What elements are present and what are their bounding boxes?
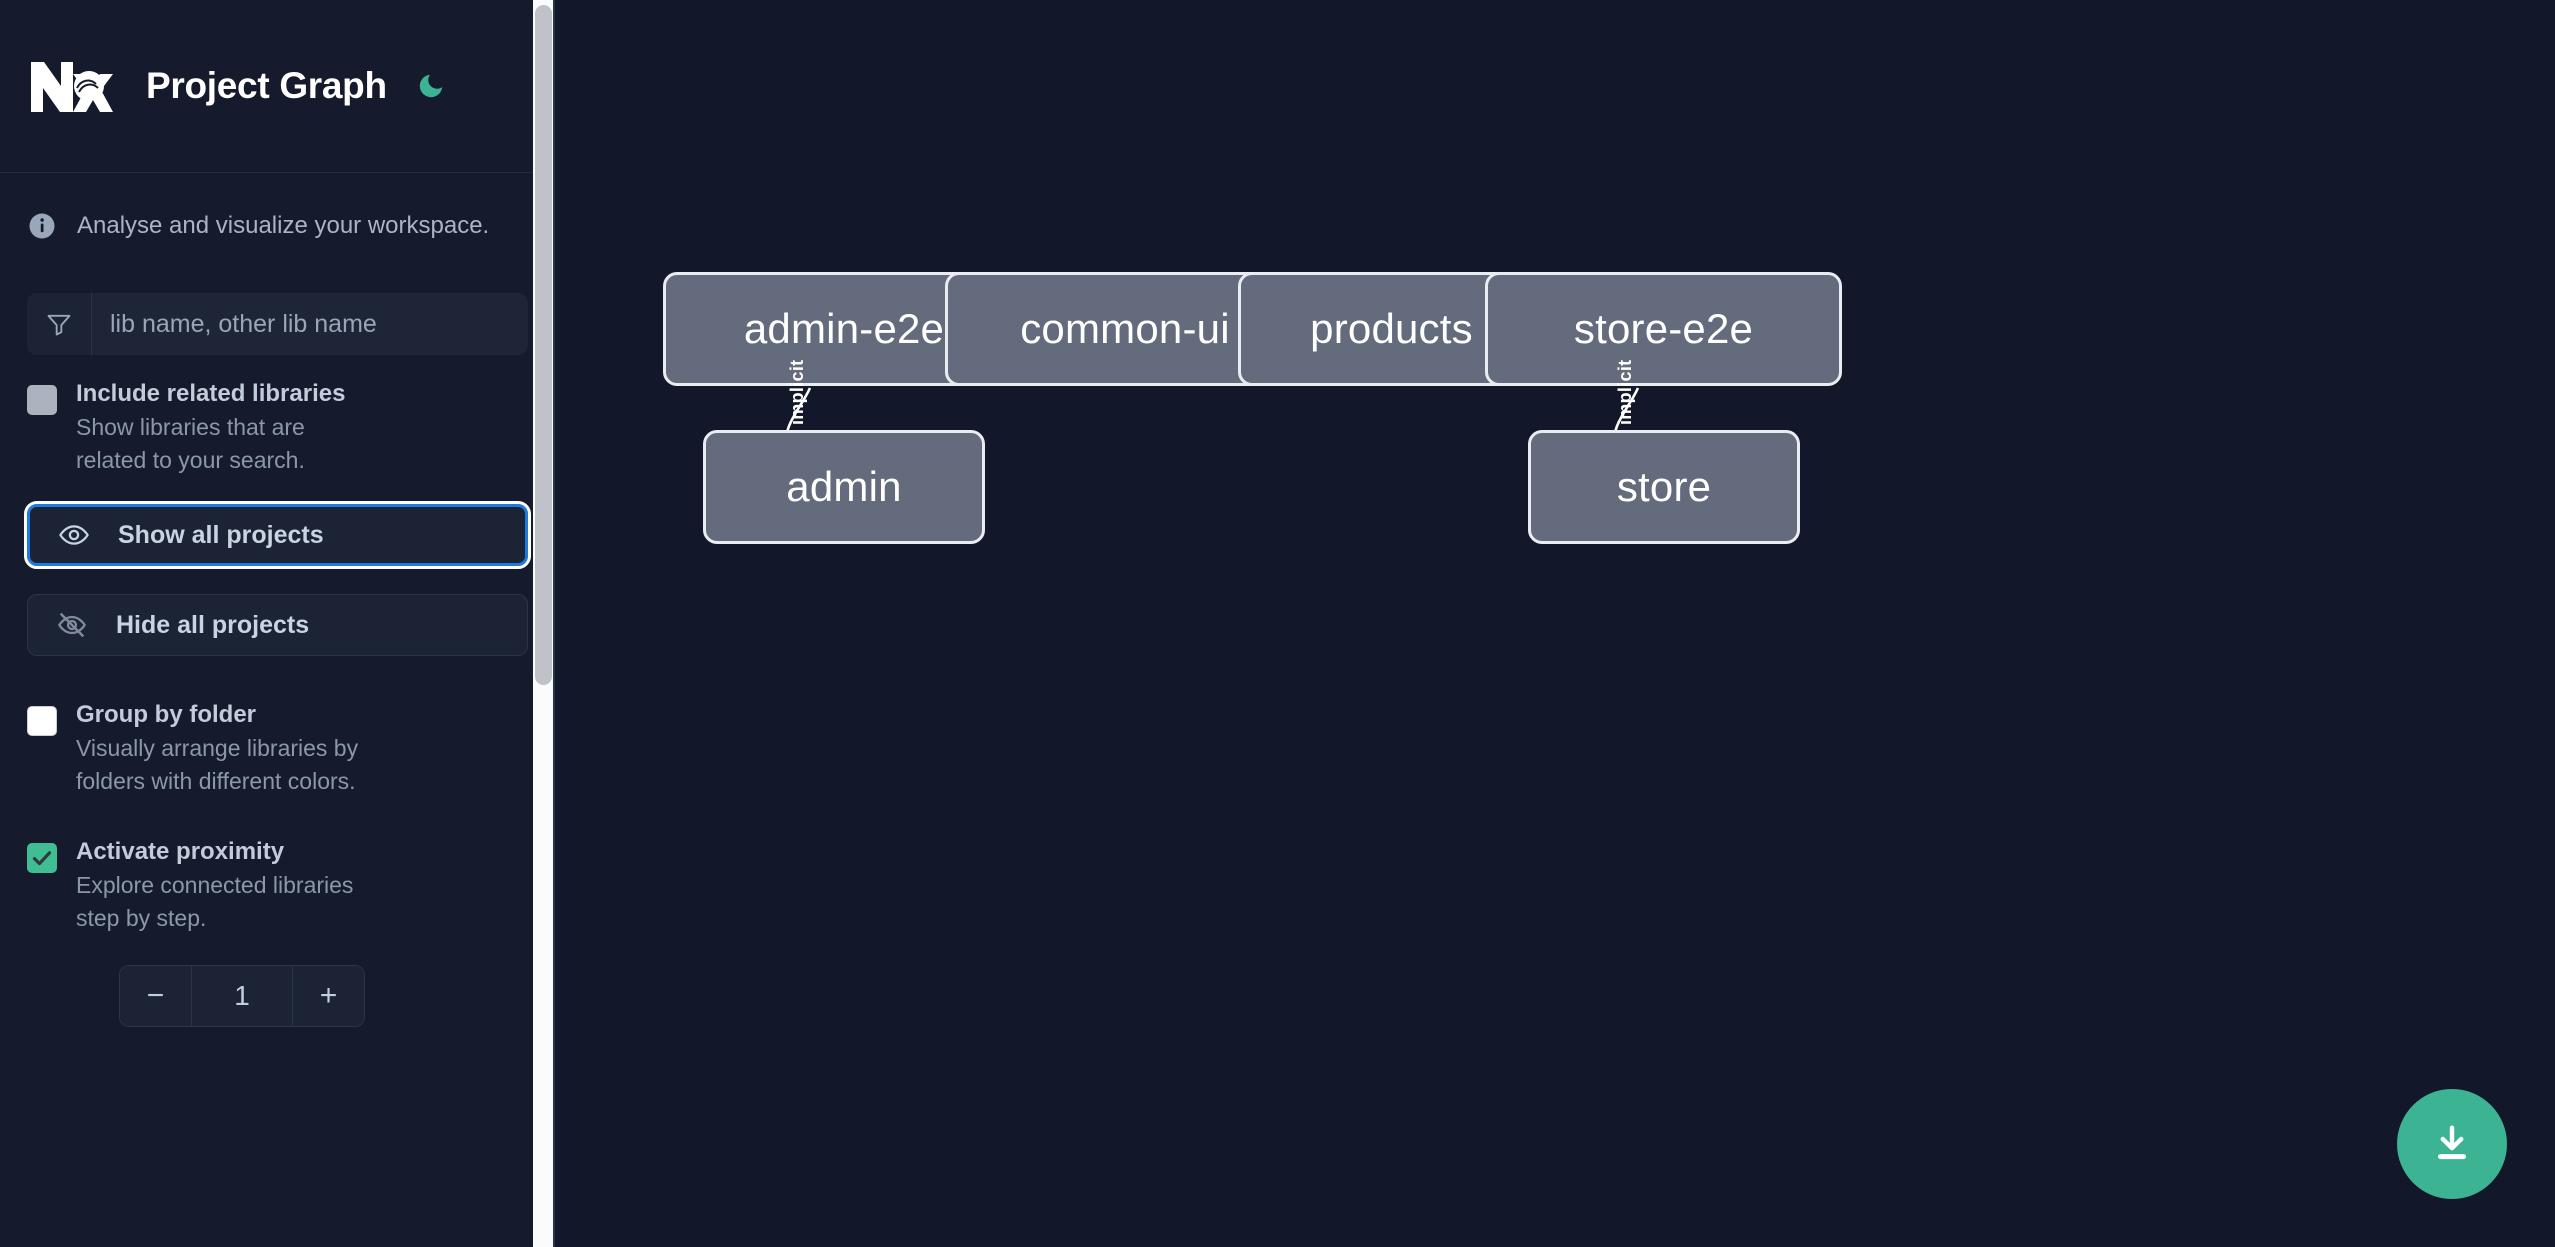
option-include-related-libraries[interactable]: Include related libraries Show libraries… bbox=[0, 380, 555, 476]
info-icon bbox=[29, 213, 55, 239]
hide-all-projects-label: Hide all projects bbox=[116, 610, 310, 639]
graph-canvas[interactable]: admin-e2e common-ui products store-e2e a… bbox=[555, 0, 2555, 1247]
option-group-by-folder[interactable]: Group by folder Visually arrange librari… bbox=[0, 701, 555, 797]
graph-node-admin[interactable]: admin bbox=[703, 430, 985, 544]
sidebar-divider bbox=[553, 0, 555, 1247]
activate-proximity-checkbox[interactable] bbox=[27, 843, 57, 874]
option-body: Group by folder Visually arrange librari… bbox=[76, 701, 376, 797]
node-label: store-e2e bbox=[1573, 305, 1754, 352]
edge-label-store: implicit bbox=[1615, 359, 1635, 425]
eye-glyph bbox=[59, 525, 89, 545]
download-graph-button[interactable] bbox=[2397, 1089, 2507, 1199]
include-related-libraries-checkbox[interactable] bbox=[27, 385, 57, 415]
node-label: common-ui bbox=[1020, 305, 1230, 352]
option-title: Group by folder bbox=[76, 701, 256, 729]
stepper-value: 1 bbox=[192, 965, 292, 1026]
show-all-projects-button[interactable]: Show all projects bbox=[24, 501, 531, 570]
tagline-text: Analyse and visualize your workspace. bbox=[77, 212, 490, 239]
node-label: products bbox=[1310, 305, 1473, 352]
show-all-projects-label: Show all projects bbox=[118, 520, 324, 549]
option-body: Activate proximity Explore connected lib… bbox=[76, 838, 376, 934]
option-title: Activate proximity bbox=[76, 838, 285, 866]
filter-glyph bbox=[47, 314, 71, 336]
graph-node-store-e2e[interactable]: store-e2e bbox=[1485, 272, 1842, 386]
search-bar[interactable] bbox=[27, 293, 528, 355]
node-label: admin-e2e bbox=[743, 305, 945, 352]
check-icon bbox=[32, 851, 52, 866]
option-description: Visually arrange libraries by folders wi… bbox=[76, 735, 359, 794]
moon-icon[interactable] bbox=[409, 64, 453, 108]
sidebar-scrollbar-thumb[interactable] bbox=[535, 5, 552, 685]
download-icon bbox=[2438, 1125, 2466, 1160]
node-label: admin bbox=[786, 463, 902, 510]
option-title: Include related libraries bbox=[76, 380, 346, 407]
option-description: Explore connected libraries step by step… bbox=[76, 872, 354, 931]
eye-icon bbox=[58, 519, 96, 551]
option-activate-proximity[interactable]: Activate proximity Explore connected lib… bbox=[0, 838, 555, 934]
edge-label-admin: implicit bbox=[787, 359, 807, 425]
page-title: Project Graph bbox=[146, 65, 387, 106]
sidebar: Project Graph Analyse and visualize your… bbox=[0, 0, 555, 1247]
eye-off-glyph bbox=[58, 612, 86, 638]
graph-edges bbox=[772, 387, 1640, 461]
nx-logo bbox=[31, 62, 113, 112]
hide-all-projects-button[interactable]: Hide all projects bbox=[27, 594, 528, 657]
node-label: store bbox=[1616, 463, 1712, 510]
stepper-decrement-button[interactable]: − bbox=[120, 965, 192, 1026]
eye-off-icon bbox=[56, 609, 94, 641]
search-input[interactable] bbox=[92, 293, 528, 355]
option-body: Include related libraries Show libraries… bbox=[76, 380, 376, 476]
tagline: Analyse and visualize your workspace. bbox=[0, 173, 555, 279]
filter-icon bbox=[27, 293, 92, 355]
group-by-folder-checkbox[interactable] bbox=[27, 706, 57, 737]
option-description: Show libraries that are related to your … bbox=[76, 413, 305, 473]
proximity-stepper: − 1 + bbox=[0, 964, 555, 1027]
sidebar-header: Project Graph bbox=[0, 0, 555, 173]
graph-node-store[interactable]: store bbox=[1528, 430, 1800, 544]
sidebar-scrollbar-track[interactable] bbox=[533, 0, 555, 1247]
stepper-increment-button[interactable]: + bbox=[292, 965, 364, 1026]
stepper-group: − 1 + bbox=[119, 964, 365, 1027]
moon-glyph bbox=[419, 74, 443, 98]
